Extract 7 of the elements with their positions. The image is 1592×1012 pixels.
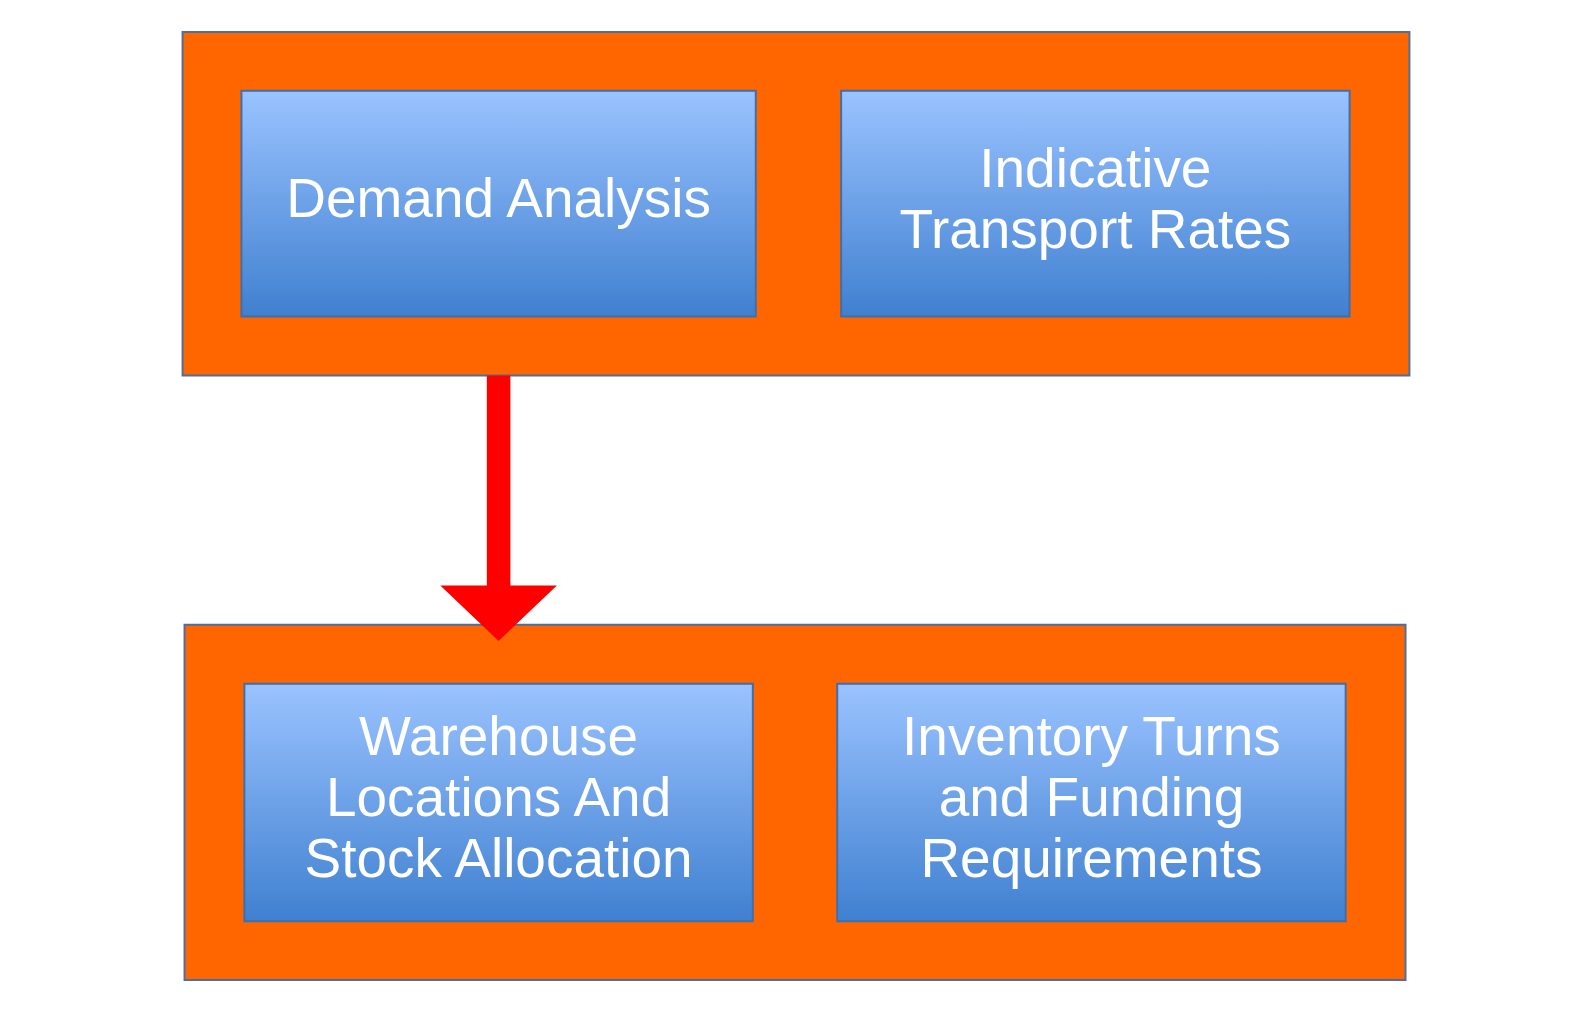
node-box: Inventory Turns and Funding Requirements <box>836 682 1347 923</box>
node-box: Warehouse Locations And Stock Allocation <box>243 682 754 923</box>
node-box: Indicative Transport Rates <box>840 89 1351 318</box>
cluster <box>181 30 1411 377</box>
node-box: Demand Analysis <box>240 89 757 318</box>
cluster <box>183 623 1407 982</box>
arrow <box>440 375 557 642</box>
